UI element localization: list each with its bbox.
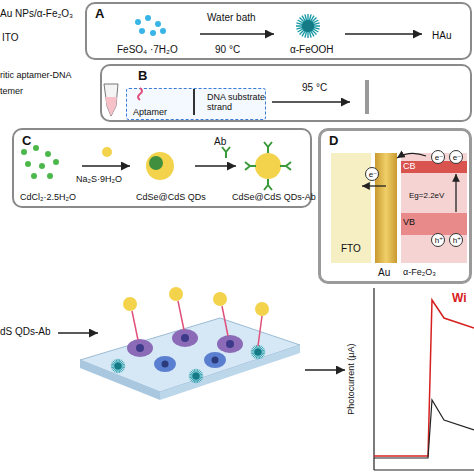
node-text: A <box>95 7 104 22</box>
x-axis <box>374 469 474 470</box>
fe2o3-layer: CBEg=2.2eVVBα-Fe₂O₃e⁻e⁻h⁺h⁺ <box>401 153 467 263</box>
node-text: B <box>138 69 147 84</box>
au-layer: Au <box>375 153 397 263</box>
annotation-text: dS QDs-Ab <box>0 326 51 338</box>
hole-circle: h⁺ <box>431 233 445 247</box>
cells <box>127 329 243 372</box>
panel-box: A Water bath 90 °C FeSO₄ ·7H₂O α-FeOOH HAu <box>85 2 472 60</box>
node-text: VB <box>403 217 415 227</box>
node-text: HAu <box>432 30 451 42</box>
bound-qds <box>123 287 269 346</box>
electrode-front <box>80 360 160 400</box>
node-text: CdSe@CdS QDs <box>136 192 206 202</box>
node-text: Au <box>378 267 390 279</box>
node-text: h⁺ <box>450 234 464 247</box>
node-text: CdCl₂·2.5H₂O <box>20 192 76 202</box>
hole-circle: h⁺ <box>449 233 463 247</box>
electron-circle: e⁻ <box>431 150 445 164</box>
node-text: α-Fe₂O₃ <box>403 267 436 277</box>
signal-curve <box>374 300 474 456</box>
node-text: C <box>22 134 31 149</box>
node-text: FTO <box>341 243 361 255</box>
panel-box: B 95 °C Aptamer DNA substrate strand <box>100 64 472 122</box>
node-text: Ab <box>214 136 226 148</box>
electrode-top <box>80 318 300 392</box>
baseline-curve <box>374 400 474 458</box>
electrode-side <box>160 345 300 400</box>
node-text: Aptamer <box>133 107 167 117</box>
electron-circle: e⁻ <box>365 167 379 181</box>
node-text: 90 °C <box>215 44 240 56</box>
annotation-text: ritic aptamer-DNA <box>0 70 72 80</box>
node-text: FeSO₄ ·7H₂O <box>117 44 178 56</box>
node-text: CdSe@CdS QDs-Ab <box>232 192 316 202</box>
node-text: h⁺ <box>432 234 446 247</box>
panel-box: D FTO Au CB Eg=2.2eV VB α-Fe₂O₃ e⁻ e⁻ h⁺ h⁺ e⁻ <box>318 128 472 284</box>
panel-box: CCdCl₂·2.5H₂ONa₂S·9H₂OCdSe@CdS QDsAbCdSe… <box>12 128 312 208</box>
urchin-small <box>111 359 125 373</box>
annotation-text: Au NPs/α-Fe₂O₃ <box>0 8 73 20</box>
annotation-text: temer <box>0 86 23 96</box>
node-text: Na₂S·9H₂O <box>76 174 122 184</box>
node-text: 95 °C <box>302 82 327 94</box>
electron-circle: e⁻ <box>449 150 463 164</box>
annotation-text: Wi <box>452 292 467 306</box>
node-text: e⁻ <box>450 151 464 164</box>
step-arrow <box>305 369 345 371</box>
node-text: DNA substrate strand <box>207 92 267 113</box>
urchin-small <box>251 345 265 359</box>
node-text: CB <box>403 161 416 171</box>
node-text: e⁻ <box>432 151 446 164</box>
dashed-box: Aptamer DNA substrate strand <box>126 88 266 120</box>
node-text: Eg=2.2eV <box>409 191 444 200</box>
node-text: Water bath <box>207 12 256 24</box>
node-text: D <box>329 134 338 149</box>
node-text: e⁻ <box>366 168 380 181</box>
annotation-text: ITO <box>2 32 18 44</box>
step-arrow <box>58 332 98 334</box>
annotation-text: Photocurrent (μA) <box>346 334 356 424</box>
node-text: α-FeOOH <box>290 44 334 56</box>
urchin-small <box>189 369 203 383</box>
y-axis <box>373 288 374 470</box>
